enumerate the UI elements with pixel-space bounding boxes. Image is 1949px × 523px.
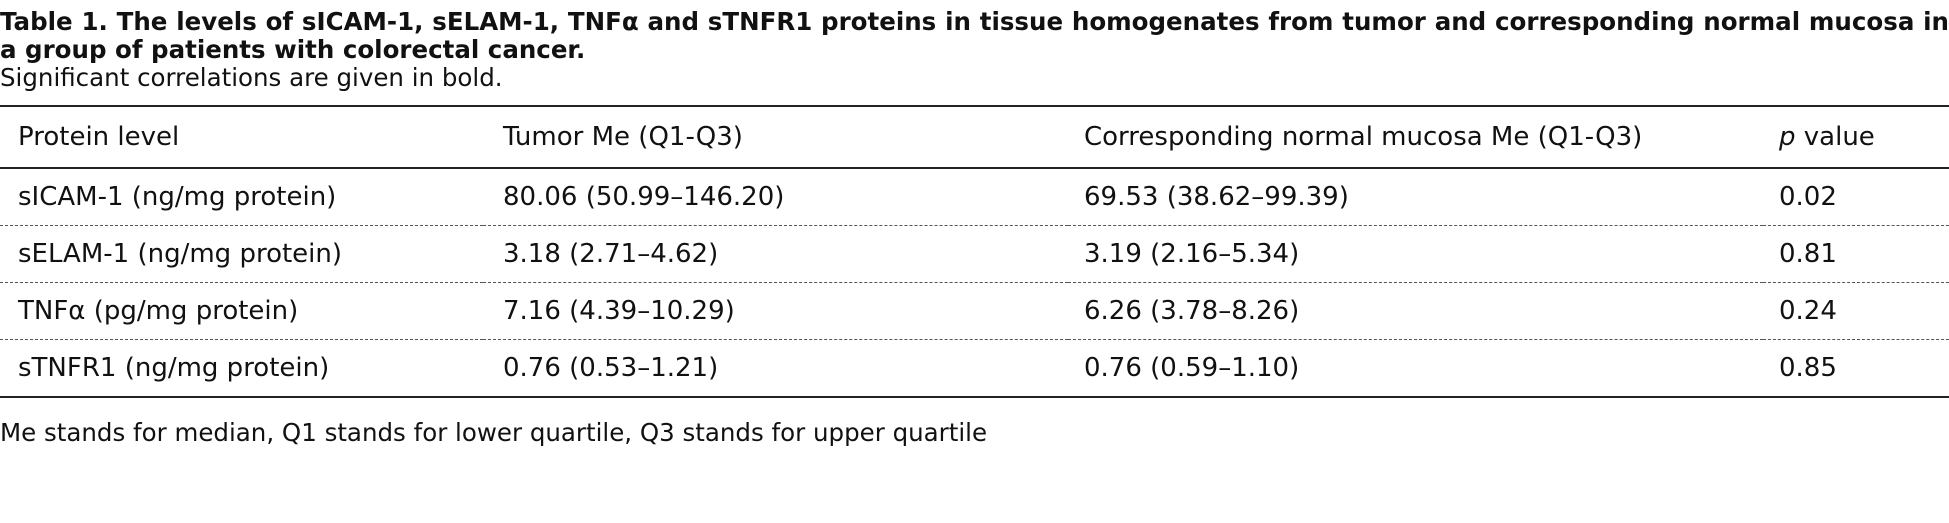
header-p-symbol: p [1779,122,1796,152]
table-caption: Table 1. The levels of sICAM-1, sELAM-1,… [0,8,1949,92]
cell-tumor: 80.06 (50.99–146.20) [503,182,785,212]
table-row: sICAM-1 (ng/mg protein) 80.06 (50.99–146… [0,168,1949,226]
header-row: Protein level Tumor Me (Q1-Q3) Correspon… [0,106,1949,168]
cell-p-value: 0.02 [1779,182,1837,212]
cell-tumor: 7.16 (4.39–10.29) [503,296,735,326]
cell-tumor: 0.76 (0.53–1.21) [503,353,719,383]
data-table: Protein level Tumor Me (Q1-Q3) Correspon… [0,105,1949,398]
cell-p-value: 0.24 [1779,296,1837,326]
table-footnote: Me stands for median, Q1 stands for lowe… [0,418,988,447]
cell-protein: sTNFR1 (ng/mg protein) [18,353,330,383]
table-row: TNFα (pg/mg protein) 7.16 (4.39–10.29) 6… [0,283,1949,340]
cell-normal: 0.76 (0.59–1.10) [1084,353,1300,383]
cell-p-value: 0.81 [1779,239,1837,269]
header-p-value: p value [1763,106,1949,168]
header-protein-level: Protein level [18,122,180,152]
table-title: Table 1. The levels of sICAM-1, sELAM-1,… [0,7,1949,64]
header-normal-mucosa: Corresponding normal mucosa Me (Q1-Q3) [1084,122,1643,152]
header-tumor: Tumor Me (Q1-Q3) [503,122,743,152]
cell-normal: 6.26 (3.78–8.26) [1084,296,1300,326]
cell-protein: TNFα (pg/mg protein) [18,296,299,326]
cell-normal: 3.19 (2.16–5.34) [1084,239,1300,269]
cell-protein: sELAM-1 (ng/mg protein) [18,239,343,269]
cell-normal: 69.53 (38.62–99.39) [1084,182,1349,212]
table-row: sTNFR1 (ng/mg protein) 0.76 (0.53–1.21) … [0,340,1949,397]
header-p-word: value [1795,122,1875,152]
cell-p-value: 0.85 [1779,353,1837,383]
cell-protein: sICAM-1 (ng/mg protein) [18,182,337,212]
table-row: sELAM-1 (ng/mg protein) 3.18 (2.71–4.62)… [0,226,1949,283]
table-subtitle: Significant correlations are given in bo… [0,63,503,92]
cell-tumor: 3.18 (2.71–4.62) [503,239,719,269]
